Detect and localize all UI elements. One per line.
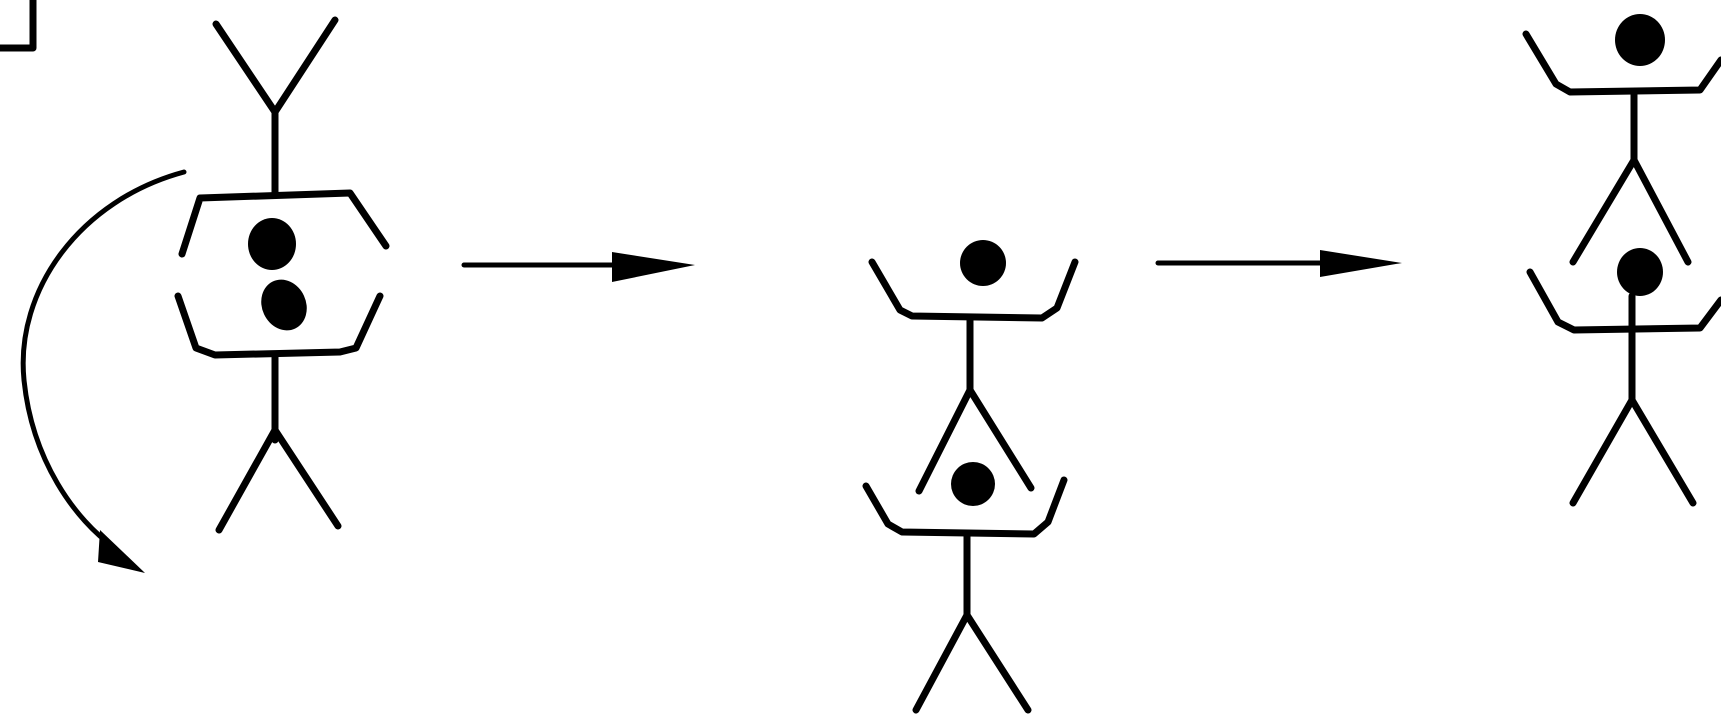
right-arrow-icon bbox=[1158, 250, 1402, 277]
upright-stick-figure bbox=[178, 272, 380, 530]
upright-figure-legs bbox=[219, 430, 338, 530]
bottom-stick-figure bbox=[866, 462, 1064, 710]
curved-arrow-shaft bbox=[23, 172, 184, 548]
inverted-figure-legs bbox=[216, 20, 335, 112]
inverted-figure-head bbox=[248, 218, 296, 270]
bottom-figure-legs bbox=[1573, 400, 1693, 503]
top-figure-legs bbox=[1573, 160, 1688, 262]
top-stick-figure bbox=[872, 240, 1075, 491]
curved-rotation-arrow bbox=[23, 172, 184, 573]
stage-3 bbox=[1526, 14, 1721, 503]
right-arrow-icon bbox=[464, 252, 695, 282]
upright-figure-head bbox=[253, 272, 315, 338]
arrow-2-head bbox=[1320, 250, 1402, 277]
top-figure-head bbox=[960, 240, 1006, 286]
bottom-figure-head bbox=[1617, 248, 1663, 296]
curved-arrow-head bbox=[98, 530, 145, 573]
bottom-stick-figure bbox=[1530, 248, 1721, 503]
top-stick-figure bbox=[1526, 14, 1721, 262]
bottom-figure-legs bbox=[916, 615, 1028, 710]
arrow-1-head bbox=[612, 252, 695, 282]
inverted-stick-figure bbox=[182, 20, 386, 270]
stage-2 bbox=[866, 240, 1075, 710]
frame-corner-fragment bbox=[0, 0, 33, 48]
bottom-figure-head bbox=[951, 462, 995, 506]
stage-1 bbox=[23, 20, 386, 573]
top-figure-head bbox=[1615, 14, 1665, 66]
